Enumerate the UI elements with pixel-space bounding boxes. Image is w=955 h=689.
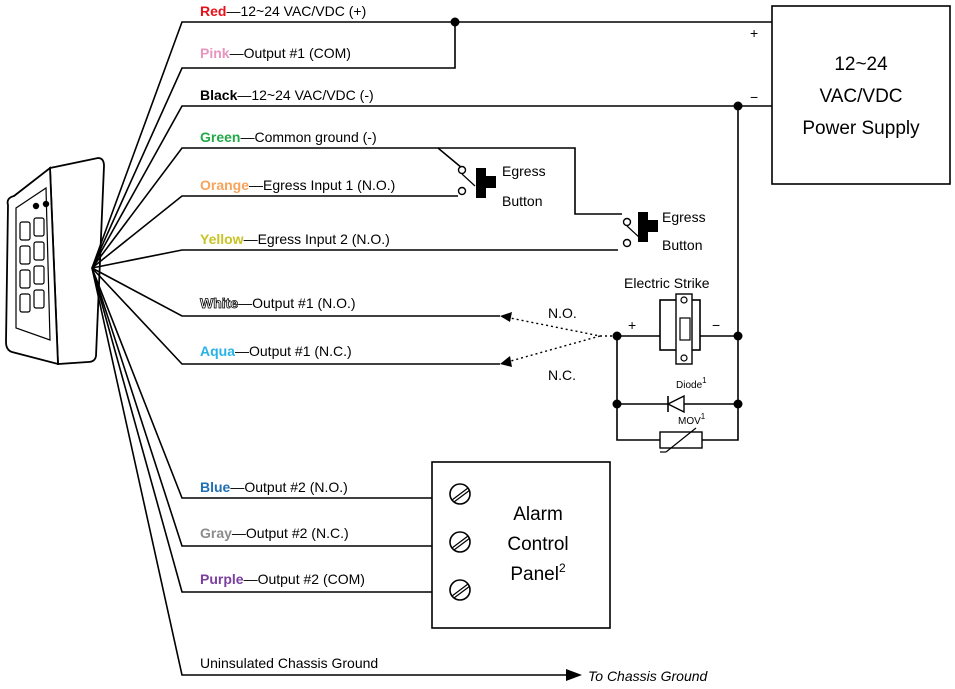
terminal-screw-2 [449,531,471,553]
strike-minus: − [712,317,720,333]
terminal-screw-3 [449,579,471,601]
terminal-screw-1 [449,483,471,505]
wire-label-orange: Orange—Egress Input 1 (N.O.) [200,177,395,193]
wire-chassis-ground [91,267,570,676]
chassis-ground-arrow [566,669,582,681]
relay-no-label: N.O. [548,305,577,321]
wire-green [91,147,463,269]
wire-label-black: Black—12~24 VAC/VDC (-) [200,87,374,103]
wire-red [91,21,772,269]
electric-strike-label: Electric Strike [624,275,710,291]
relay-nc-label: N.C. [548,367,576,383]
power-supply: 12~24 VAC/VDC Power Supply + − [750,5,951,185]
egress-1-line1: Egress [502,163,546,179]
to-chassis-ground: To Chassis Ground [588,668,709,684]
egress-2-line1: Egress [662,209,706,225]
wire-pink [91,22,456,269]
diode-label: Diode1 [676,376,707,391]
wire-label-blue: Blue—Output #2 (N.O.) [200,479,348,495]
wire-aqua [91,267,500,365]
wire-label-gray: Gray—Output #2 (N.C.) [200,525,349,541]
wire-orange [91,195,458,269]
power-supply-line2: VAC/VDC [819,86,902,107]
relay-contacts: N.O. N.C. [499,305,617,383]
egress-button-2: Egress Button [622,209,706,253]
mov: MOV1 [659,412,706,453]
keypad-reader [5,157,105,366]
power-supply-minus: − [750,89,758,105]
egress-button-1: Egress Button [457,163,546,209]
wire-white [91,267,500,317]
power-supply-line3: Power Supply [802,118,920,139]
wire-label-white: White—Output #1 (N.O.) [200,295,356,311]
wire-purple [91,267,446,593]
alarm-line2: Control [507,534,568,555]
wire-labels: Red—12~24 VAC/VDC (+) Pink—Output #1 (CO… [200,3,709,684]
strike-plus: + [628,317,636,333]
alarm-line3: Panel2 [510,561,566,585]
wire-black [91,105,772,269]
alarm-line1: Alarm [513,504,563,525]
wire-yellow [91,249,618,269]
wire-gray [91,267,446,547]
mov-label: MOV1 [678,412,706,427]
wire-label-red: Red—12~24 VAC/VDC (+) [200,3,366,19]
wire-label-purple: Purple—Output #2 (COM) [200,571,365,587]
power-supply-line1: 12~24 [834,54,888,75]
wire-label-chassis: Uninsulated Chassis Ground [200,655,378,671]
egress-1-line2: Button [502,193,542,209]
wire-label-green: Green—Common ground (-) [200,129,377,145]
wire-label-pink: Pink—Output #1 (COM) [200,45,351,61]
wire-label-aqua: Aqua—Output #1 (N.C.) [200,343,352,359]
alarm-control-panel: Alarm Control Panel2 [431,461,611,629]
egress-2-line2: Button [662,237,702,253]
wire-label-yellow: Yellow—Egress Input 2 (N.O.) [200,231,390,247]
diode: Diode1 [617,376,738,414]
power-supply-plus: + [750,25,758,41]
wire-blue [91,267,446,499]
wire-bundle [91,21,772,676]
electric-strike: Electric Strike + − [624,275,720,365]
